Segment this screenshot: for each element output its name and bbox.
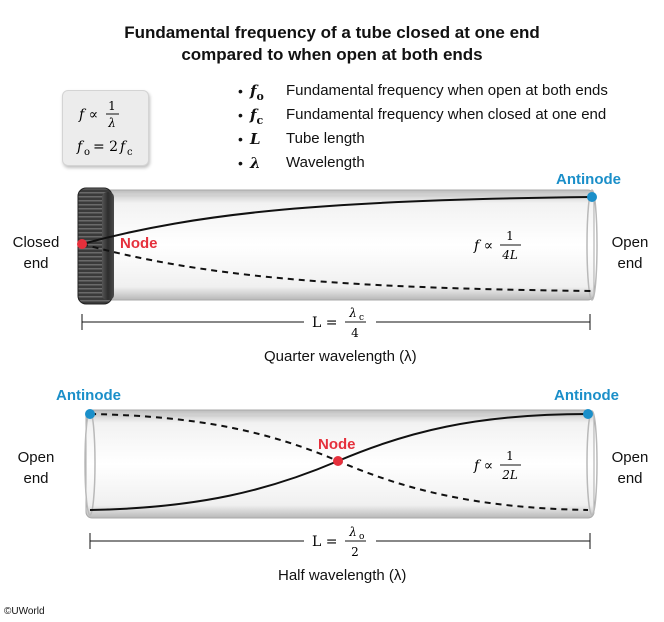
node-label: Node bbox=[318, 436, 356, 453]
bullet-icon: • bbox=[238, 107, 243, 123]
node-label: Node bbox=[120, 235, 158, 252]
antinode-left-label: Antinode bbox=[56, 387, 121, 404]
length-num: λ bbox=[348, 306, 357, 320]
length-lhs: L = bbox=[312, 315, 337, 331]
wave-solid bbox=[81, 196, 593, 245]
antinode-point bbox=[583, 409, 593, 419]
tube-1-opening bbox=[586, 189, 598, 301]
freq-num: 1 bbox=[506, 229, 514, 243]
bullet-icon: • bbox=[238, 131, 243, 147]
tube-open-both-ends: f ∝ 1 2L L = λ o 2 bbox=[84, 409, 598, 559]
formula-f-prop: f ∝ bbox=[78, 107, 98, 123]
node-point bbox=[333, 456, 343, 466]
length-den: 2 bbox=[351, 545, 359, 559]
title-line-1: Fundamental frequency of a tube closed a… bbox=[124, 23, 540, 42]
legend-symbol: λ bbox=[250, 154, 261, 172]
bullet-icon: • bbox=[238, 83, 243, 99]
length-den: 4 bbox=[351, 326, 359, 340]
half-wavelength-caption: Half wavelength (λ) bbox=[278, 567, 407, 584]
formula-den: λ bbox=[107, 116, 116, 130]
antinode-label: Antinode bbox=[556, 171, 621, 188]
bullet-icon: • bbox=[238, 155, 243, 171]
formula-box: f ∝ 1 λ f o = 2 f c bbox=[62, 90, 149, 166]
freq-prefix: f ∝ bbox=[473, 458, 493, 474]
formula-num: 1 bbox=[108, 99, 116, 113]
legend-text: Fundamental frequency when closed at one… bbox=[286, 106, 607, 123]
node-point bbox=[77, 239, 87, 249]
legend-symbol: fo bbox=[250, 82, 264, 103]
length-num: λ bbox=[348, 525, 357, 539]
copyright: ©UWorld bbox=[4, 606, 45, 617]
freq-num: 1 bbox=[506, 449, 514, 463]
antinode-right-label: Antinode bbox=[554, 387, 619, 404]
title-line-2: compared to when open at both ends bbox=[181, 45, 483, 64]
formula-box-content: f ∝ 1 λ f o = 2 f c bbox=[76, 99, 133, 158]
formula-f0: f bbox=[76, 139, 85, 155]
formula-eq: = 2 bbox=[93, 139, 118, 155]
legend-text: Fundamental frequency when open at both … bbox=[286, 82, 608, 99]
legend-symbol: fc bbox=[250, 106, 264, 127]
freq-den: 2L bbox=[501, 468, 518, 482]
formula-fc: f bbox=[119, 139, 128, 155]
quarter-wavelength-caption: Quarter wavelength (λ) bbox=[264, 348, 417, 365]
formula-f0-sub: o bbox=[84, 147, 90, 158]
freq-den: 4L bbox=[501, 248, 518, 262]
length-num-sub: c bbox=[359, 313, 364, 323]
tube-closed-one-end: f ∝ 1 4L L = λ c 4 bbox=[77, 187, 598, 340]
legend-text: Wavelength bbox=[286, 154, 365, 171]
antinode-point bbox=[587, 192, 597, 202]
antinode-point bbox=[85, 409, 95, 419]
formula-fc-sub: c bbox=[127, 147, 133, 158]
tube-cap-rim bbox=[102, 192, 114, 300]
wave-dashed bbox=[81, 243, 593, 292]
legend-symbol: L bbox=[250, 130, 261, 148]
freq-prefix: f ∝ bbox=[473, 238, 493, 254]
legend-text: Tube length bbox=[286, 130, 365, 147]
length-num-sub: o bbox=[359, 532, 364, 542]
length-lhs: L = bbox=[312, 534, 337, 550]
